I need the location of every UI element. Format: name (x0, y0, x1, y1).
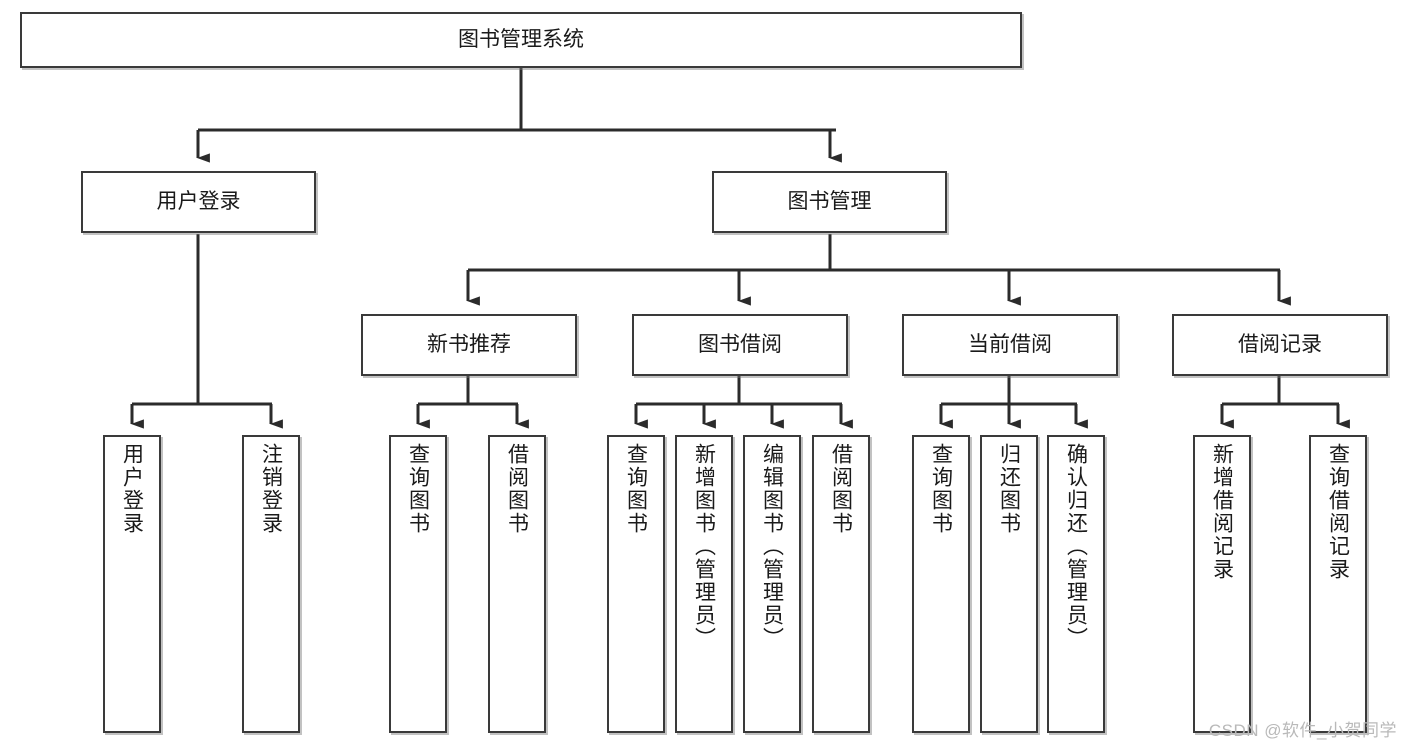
node-label: 归还图书 (997, 443, 1021, 535)
node-leaf-add-book[interactable]: 新增图书（管理员） (675, 435, 733, 733)
node-label: 用户登录 (156, 189, 241, 213)
node-label: 借阅图书 (829, 443, 853, 535)
node-book-manage[interactable]: 图书管理 (712, 171, 947, 233)
node-label: 新增图书（管理员） (692, 443, 716, 650)
node-label: 查询图书 (929, 443, 953, 535)
node-label: 确认归还（管理员） (1064, 443, 1088, 650)
node-leaf-confirm-return[interactable]: 确认归还（管理员） (1047, 435, 1105, 733)
node-leaf-query-book-1[interactable]: 查询图书 (389, 435, 447, 733)
node-label: 借阅图书 (505, 443, 529, 535)
node-leaf-query-book-3[interactable]: 查询图书 (912, 435, 970, 733)
node-label: 查询图书 (406, 443, 430, 535)
node-user-login[interactable]: 用户登录 (81, 171, 316, 233)
node-label: 图书管理 (787, 189, 872, 213)
node-borrow-record[interactable]: 借阅记录 (1172, 314, 1388, 376)
node-label: 借阅记录 (1238, 332, 1322, 356)
node-leaf-query-record[interactable]: 查询借阅记录 (1309, 435, 1367, 733)
node-label: 图书管理系统 (458, 27, 584, 51)
node-label: 新增借阅记录 (1210, 443, 1234, 581)
node-label: 新书推荐 (427, 332, 511, 356)
node-current-borrow[interactable]: 当前借阅 (902, 314, 1118, 376)
node-new-book-recommend[interactable]: 新书推荐 (361, 314, 577, 376)
node-leaf-borrow-book-2[interactable]: 借阅图书 (812, 435, 870, 733)
node-label: 编辑图书（管理员） (760, 443, 784, 650)
node-leaf-edit-book[interactable]: 编辑图书（管理员） (743, 435, 801, 733)
node-label: 查询图书 (624, 443, 648, 535)
node-root-book-management-system[interactable]: 图书管理系统 (20, 12, 1022, 68)
node-label: 图书借阅 (698, 332, 782, 356)
node-label: 注销登录 (259, 443, 283, 535)
node-leaf-query-book-2[interactable]: 查询图书 (607, 435, 665, 733)
node-leaf-return-book[interactable]: 归还图书 (980, 435, 1038, 733)
node-leaf-user-login[interactable]: 用户登录 (103, 435, 161, 733)
node-label: 查询借阅记录 (1326, 443, 1350, 581)
node-leaf-add-record[interactable]: 新增借阅记录 (1193, 435, 1251, 733)
node-leaf-borrow-book-1[interactable]: 借阅图书 (488, 435, 546, 733)
node-label: 当前借阅 (968, 332, 1052, 356)
node-book-borrow[interactable]: 图书借阅 (632, 314, 848, 376)
node-label: 用户登录 (120, 443, 144, 535)
node-leaf-logout-login[interactable]: 注销登录 (242, 435, 300, 733)
